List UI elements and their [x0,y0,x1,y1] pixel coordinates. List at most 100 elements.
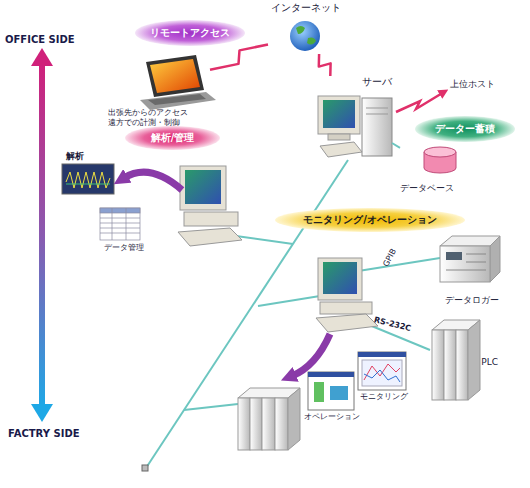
network-bus-part [352,258,440,272]
section-ellipse: モニタリング/オペレーション [275,208,465,232]
device-label: サーバ [362,76,392,89]
data-table-part [100,208,140,240]
plc-rack-part [432,330,444,400]
screen-label: モニタリング [360,393,408,402]
office-factory-arrow-part [31,48,53,66]
operation-screen-part [308,372,354,377]
network-bus-part [258,296,320,306]
globe-icon-part [290,21,320,51]
office-factory-arrow-part [39,62,45,408]
data-table-part [126,208,127,240]
network-bus [146,160,440,468]
laptop-icon-part [150,59,200,93]
internet-node: インターネット [268,2,344,54]
signal-label: RS-232C [373,316,412,334]
network-line [392,143,400,148]
analysis-pc-part [184,212,238,226]
ellipse-shape [415,116,515,142]
laptop-icon-part [140,92,216,110]
analysis-pc-part [180,166,226,210]
analysis-window-part [66,184,110,185]
plc-rack-part [456,330,468,400]
analysis-window-part [62,164,114,194]
monitoring-pc-part [318,258,362,300]
monitoring-pc-part [316,314,378,332]
section-ellipse: データー蓄積 [415,116,515,142]
section-title: 解析/管理 [151,132,195,145]
data-table-part [100,223,140,224]
bus-terminator [142,465,148,471]
laptop-icon-part [148,94,206,105]
data-table [100,208,140,240]
plc-node: PLC [428,318,498,408]
office-factory-arrow [31,48,53,422]
data-logger-icon-part [440,246,490,282]
section-title: リモートアクセス [150,27,230,40]
monitoring-screen-part [362,360,402,386]
analysis-pc-part [185,170,221,204]
device-label: 出張先からのアクセス 遠方での計測・制御 [108,108,200,128]
data-table-part [112,208,113,240]
laptop-node: 出張先からのアクセス 遠方での計測・制御 [108,56,210,128]
data-logger-icon-part [466,254,486,255]
data-logger-node: データロガー [432,230,512,306]
analysis-window [62,164,114,194]
data-table-part [100,208,140,213]
plc-rack-part [468,320,480,400]
data-logger-icon [440,236,500,282]
server-icon-part [328,134,350,140]
laptop-icon [140,55,216,110]
ellipse-shape [125,126,220,150]
network-bus-part [184,404,238,410]
flow-arrow [292,334,330,376]
plc-rack-part [444,330,456,400]
host-link-bolt [396,92,444,112]
analysis-pc-part [178,228,242,246]
section-ellipse: 解析/管理 [125,126,220,150]
monitoring-pc-part [323,262,357,294]
globe-icon-part [296,26,316,45]
window-label: データ管理 [104,244,144,253]
server-icon-part [362,98,392,156]
data-logger-icon-part [490,236,500,282]
ellipse-shape [275,208,465,232]
flow-arrow [124,172,182,190]
analysis-window-part [66,172,110,188]
field-rack-part [262,398,275,450]
plc-rack [432,320,480,400]
field-rack-part [288,388,300,450]
network-bus-part [146,160,348,468]
office-factory-arrow-part [31,404,53,422]
operation-screen-part [308,372,354,410]
server-icon-part [320,142,362,157]
data-table-part [100,233,140,234]
device-label: データロガー [445,295,499,306]
monitoring-pc-part [320,302,372,314]
device-label: インターネット [271,2,341,15]
database-cylinder-part [424,147,456,157]
network-bolt [210,45,268,70]
server-icon-part [366,114,388,115]
network-bolt [319,54,331,76]
monitoring-screen [358,352,406,390]
operation-screen [308,372,354,410]
window-label: 解析 [66,152,84,162]
data-table-part [100,228,140,229]
data-logger-icon-part [466,262,486,263]
device-label: データベース [400,183,454,194]
server-node: サーバ [312,76,392,162]
database-node: データベース [400,146,474,194]
monitoring-screen-part [364,370,400,382]
ellipse-shape [135,20,245,46]
server-icon-part [318,96,360,134]
section-ellipse: リモートアクセス [135,20,245,46]
monitoring-pc [316,258,378,332]
section-title: モニタリング/オペレーション [303,214,437,227]
field-rack-part [238,398,250,450]
data-logger-icon-part [446,270,486,271]
network-bus-part [236,236,293,244]
monitoring-screen-part [358,352,406,357]
